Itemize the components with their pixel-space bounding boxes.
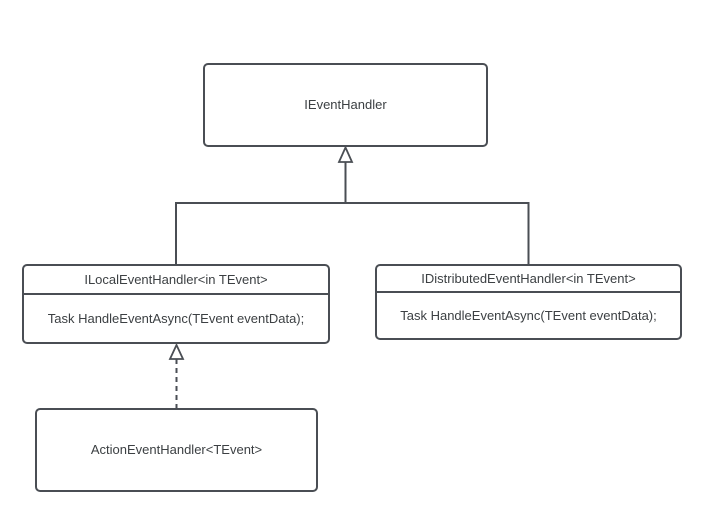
realization-arrowhead-icon: [168, 342, 185, 360]
inheritance-branch-line: [175, 202, 530, 264]
class-title-ilocaleventhandler: ILocalEventHandler<in TEvent>: [24, 266, 328, 295]
class-title-idistributedeventhandler: IDistributedEventHandler<in TEvent>: [377, 266, 680, 293]
class-title-actioneventhandler: ActionEventHandler<TEvent>: [90, 442, 263, 458]
class-member-idistributedeventhandler: Task HandleEventAsync(TEvent eventData);: [400, 307, 657, 323]
class-node-idistributedeventhandler: IDistributedEventHandler<in TEvent> Task…: [375, 264, 682, 340]
class-title-ieventhandler: IEventHandler: [304, 97, 387, 113]
class-member-ilocaleventhandler: Task HandleEventAsync(TEvent eventData);: [47, 310, 305, 326]
class-node-actioneventhandler: ActionEventHandler<TEvent>: [35, 408, 318, 492]
generalization-arrowhead-icon: [337, 145, 354, 163]
class-node-ilocaleventhandler: ILocalEventHandler<in TEvent> Task Handl…: [22, 264, 330, 344]
class-node-ieventhandler: IEventHandler: [203, 63, 488, 147]
